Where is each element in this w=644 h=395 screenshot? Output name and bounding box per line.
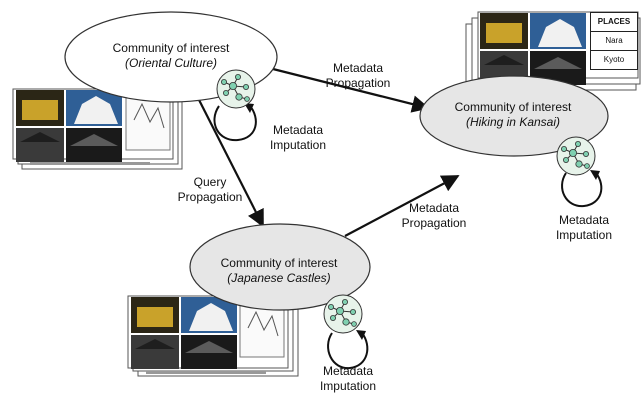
network-icon-oriental <box>216 69 256 109</box>
imputation-label-oriental: Metadata Imputation <box>269 123 327 152</box>
network-icon-hiking <box>556 136 596 176</box>
places-table: PLACES Nara Kyoto <box>590 12 638 70</box>
edge-metadata-propagation-mid <box>344 175 460 237</box>
places-item-kyoto: Kyoto <box>603 55 625 64</box>
edge-label-propagation-mid: Metadata Propagation <box>401 201 467 230</box>
places-header: PLACES <box>591 13 637 32</box>
edge-label-query: Query Propagation <box>177 175 243 204</box>
community-label-hiking: Community of interest (Hiking in Kansai) <box>448 100 578 130</box>
edge-query-propagation <box>193 89 264 228</box>
photo-stack-oriental <box>12 88 183 170</box>
community-label-oriental: Community of interest (Oriental Culture) <box>106 41 236 71</box>
community-label-castles: Community of interest (Japanese Castles) <box>214 256 344 286</box>
places-item-nara: Nara <box>591 32 637 51</box>
imputation-label-castles: Metadata Imputation <box>319 364 377 393</box>
community-title: Community of interest <box>220 256 338 270</box>
edge-label-propagation-top: Metadata Propagation <box>325 61 391 90</box>
community-title: Community of interest <box>112 41 230 55</box>
imputation-label-hiking: Metadata Imputation <box>555 213 613 242</box>
self-loop-castles <box>327 330 369 370</box>
community-title: Community of interest <box>454 100 572 114</box>
community-topic: (Japanese Castles) <box>227 271 331 285</box>
community-topic: (Hiking in Kansai) <box>465 115 561 129</box>
community-ellipse-castles <box>189 223 371 311</box>
edge-metadata-propagation-top <box>264 65 430 113</box>
community-topic: (Oriental Culture) <box>124 56 218 70</box>
network-icon-castles <box>323 294 363 334</box>
self-loop-oriental <box>213 103 257 142</box>
self-loop-hiking <box>561 170 603 208</box>
community-ellipse-hiking <box>419 75 609 157</box>
